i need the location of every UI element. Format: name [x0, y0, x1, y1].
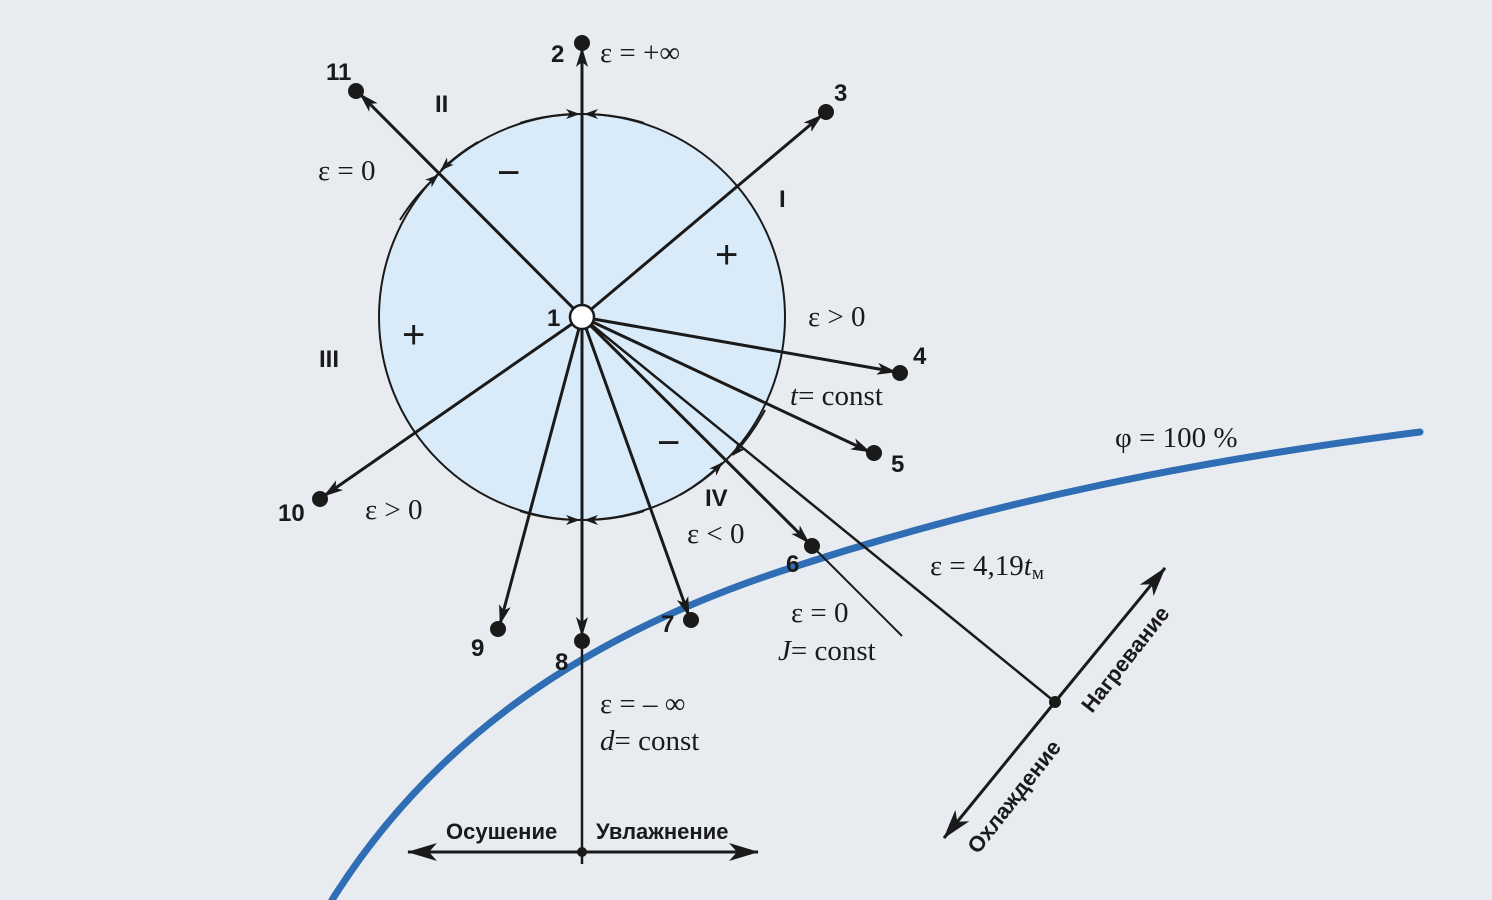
label-point-4: 4 — [913, 343, 927, 370]
label-point-3: 3 — [834, 80, 847, 107]
annotation-t-const: t= const — [790, 380, 883, 412]
label-point-11: 11 — [326, 59, 351, 86]
point-9 — [490, 621, 506, 637]
ray-1-6 — [580, 315, 811, 545]
process-rays — [323, 47, 897, 637]
point-4 — [892, 365, 908, 381]
J-const-text: = const — [791, 635, 876, 667]
quadrant-numeral-IV: IV — [705, 485, 728, 512]
quadrant-numeral-III: III — [319, 346, 339, 373]
label-point-1: 1 — [547, 305, 560, 332]
d-variable: d — [600, 725, 615, 757]
point-8 — [574, 633, 590, 649]
label-point-6: 6 — [786, 551, 799, 578]
annotation-eps-minus-inf: ε = – ∞ — [600, 688, 685, 720]
heat-cool-origin-dot — [1049, 696, 1061, 708]
J-variable: J — [778, 635, 792, 667]
label-point-7: 7 — [661, 611, 674, 638]
point-5 — [866, 445, 882, 461]
axis-origin-dot — [577, 847, 587, 857]
quadrant-sign-IV: − — [657, 421, 680, 465]
d-const-text: = const — [615, 725, 700, 757]
annotation-eps-lt0: ε < 0 — [687, 518, 745, 550]
annotation-eps-zero-bottom: ε = 0 — [791, 597, 849, 629]
ray-1-11 — [358, 92, 584, 319]
ray-1-9 — [498, 316, 584, 625]
ray-1-3 — [581, 113, 823, 319]
eps-419-line — [581, 316, 1056, 703]
point-1-center — [568, 303, 596, 331]
annotation-eps-419: ε = 4,19tм — [930, 550, 1044, 584]
end-points — [312, 35, 908, 649]
point-10 — [312, 491, 328, 507]
annotation-eps-gt0-left: ε > 0 — [365, 494, 423, 526]
quadrant-numeral-II: II — [435, 91, 448, 118]
label-point-10: 10 — [278, 500, 305, 527]
annotation-phi-100: φ = 100 % — [1115, 422, 1238, 454]
saturation-curve-phi-100 — [328, 428, 1424, 900]
label-point-5: 5 — [891, 451, 904, 478]
axis-label-humid: Увлажнение — [596, 819, 728, 844]
ray-1-4 — [581, 315, 897, 375]
ray-1-7 — [580, 316, 691, 617]
annotation-eps-zero-top: ε = 0 — [318, 155, 376, 187]
point-6 — [804, 538, 820, 554]
quadrant-arcs — [399, 109, 766, 525]
label-point-8: 8 — [555, 649, 568, 676]
eps-419-prefix: ε = 4,19 — [930, 550, 1024, 582]
heat-arrow[interactable] — [1053, 567, 1167, 703]
point-3 — [818, 104, 834, 120]
quadrant-sign-III: + — [402, 313, 425, 357]
t-variable: t — [790, 380, 799, 412]
point-11 — [348, 83, 364, 99]
annotation-J-const: J= const — [778, 635, 876, 667]
point-7 — [683, 612, 699, 628]
quadrant-sign-II: − — [497, 151, 520, 195]
eps-419-subscript: м — [1032, 563, 1044, 584]
t-const-text: = const — [798, 380, 883, 412]
label-point-2: 2 — [551, 41, 564, 68]
quadrant-sign-I: + — [715, 233, 738, 277]
ray-1-10 — [323, 315, 583, 498]
axis-label-dry: Осушение — [446, 819, 557, 844]
cool-arrow[interactable] — [942, 701, 1057, 839]
annotation-d-const: d= const — [600, 725, 699, 757]
label-point-9: 9 — [471, 635, 484, 662]
point-2 — [574, 35, 590, 51]
annotation-eps-gt0-right: ε > 0 — [808, 301, 866, 333]
ray-1-5 — [581, 315, 871, 454]
eps-419-t: t — [1024, 550, 1033, 582]
j-const-line — [811, 545, 903, 637]
quadrant-numeral-I: I — [779, 186, 786, 213]
annotation-eps-plus-inf: ε = +∞ — [600, 37, 680, 69]
